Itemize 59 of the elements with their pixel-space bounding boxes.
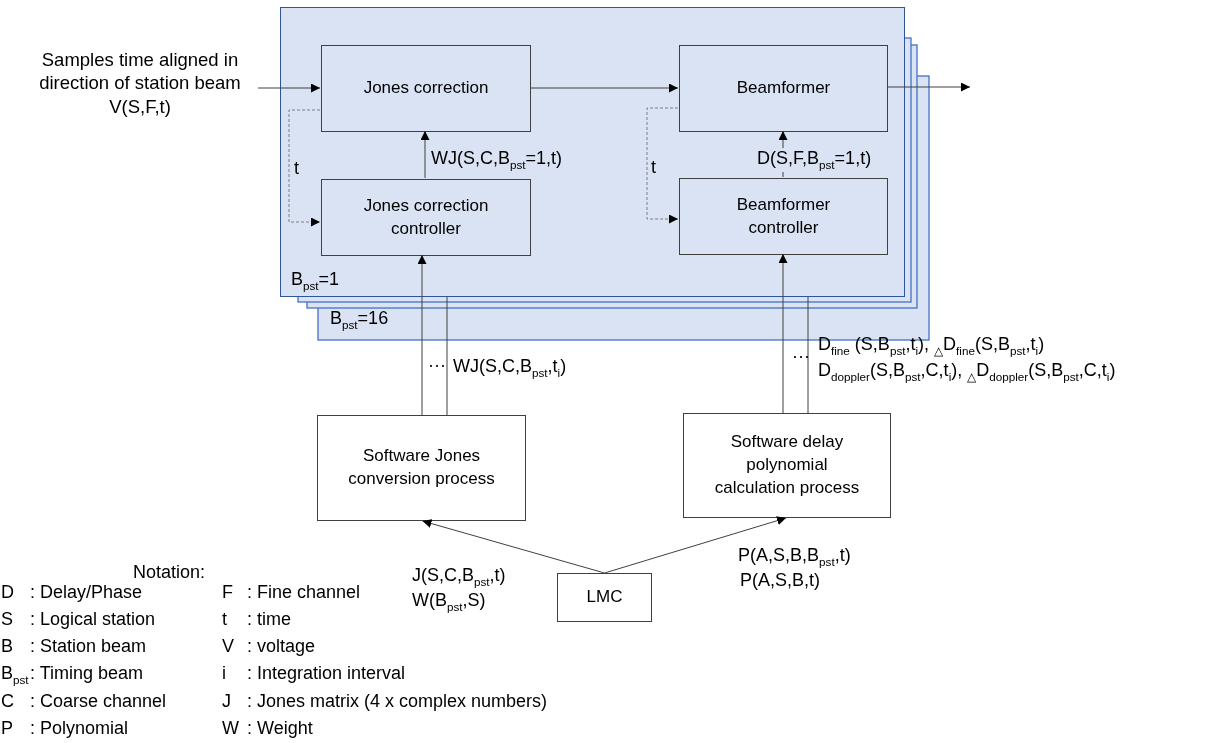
arrow — [422, 519, 605, 574]
ellipsis-label: ··· — [792, 346, 810, 368]
notation-symbol: C — [1, 691, 14, 713]
notation-description: : Polynomial — [30, 718, 129, 740]
notation-description: : Delay/Phase — [30, 582, 143, 604]
edge-label: D(S,F,B$_{pst}$=1,t) — [757, 148, 872, 172]
signal-label: W(B$_{pst}$,S) — [412, 590, 486, 614]
notation-description: : Integration interval — [247, 663, 406, 685]
connector-line — [446, 296, 448, 416]
process-box: Beamformer controller — [679, 178, 888, 255]
notation-symbol: D — [1, 582, 14, 604]
process-box: LMC — [557, 573, 652, 622]
process-box: Jones correction — [321, 45, 531, 132]
dashed-arrow — [288, 109, 321, 227]
connector-line — [807, 296, 809, 414]
ellipsis-label: ··· — [428, 355, 446, 377]
notation-description: : Logical station — [30, 609, 156, 631]
notation-description: : Fine channel — [247, 582, 361, 604]
panel-label: B$_{pst}$=16 — [330, 308, 389, 332]
notation-symbol: t — [222, 609, 227, 631]
notation-symbol: B$_{pst}$ — [1, 663, 29, 687]
arrow — [604, 516, 787, 574]
notation-description: : Timing beam — [30, 663, 144, 685]
notation-description: : Weight — [247, 718, 313, 740]
arrow — [778, 253, 788, 414]
notation-description: : Jones matrix (4 x complex numbers) — [247, 691, 548, 713]
notation-symbol: P — [1, 718, 13, 740]
process-box: Software Jones conversion process — [317, 415, 526, 521]
signal-label: P(A,S,B,B$_{pst}$,t) — [738, 545, 851, 569]
arrow — [529, 83, 679, 93]
signal-label: P(A,S,B,t) — [740, 570, 820, 592]
notation-description: : time — [247, 609, 291, 631]
notation-heading: Notation: — [133, 562, 206, 584]
signal-label: WJ(S,C,B$_{pst}$,t$_{i}$) — [453, 356, 567, 380]
arrow — [886, 82, 971, 92]
notation-description: : voltage — [247, 636, 316, 658]
notation-symbol: B — [1, 636, 13, 658]
edge-label: WJ(S,C,B$_{pst}$=1,t) — [431, 148, 563, 172]
arrow — [417, 254, 427, 416]
process-box: Jones correction controller — [321, 179, 531, 256]
signal-label: D$_{doppler}$(S,B$_{pst}$,C,t$_{i}$), $_{△}$D$_{doppler}$(S,B$_{pst}$,C,t$_{i}$) — [818, 360, 1116, 384]
arrow — [257, 83, 321, 93]
arrow — [420, 130, 430, 179]
notation-symbol: W — [222, 718, 239, 740]
notation-symbol: F — [222, 582, 233, 604]
signal-label: D$_{fine}$ (S,B$_{pst}$,t$_{i}$), $_{△}$D$_{fine}$(S,B$_{pst}$,t$_{i}$) — [818, 334, 1045, 358]
notation-symbol: J — [222, 691, 231, 713]
notation-symbol: S — [1, 609, 13, 631]
notation-symbol: i — [222, 663, 226, 685]
signal-label: J(S,C,B$_{pst}$,t) — [412, 565, 506, 589]
panel-label: B$_{pst}$=1 — [291, 269, 340, 292]
notation-symbol: V — [222, 636, 234, 658]
panel-background — [280, 7, 905, 297]
process-box: Software delay polynomial calculation process — [683, 413, 891, 518]
dashed-arrow — [646, 107, 679, 224]
input-label: Samples time aligned in direction of station beam V(S,F,t) — [30, 48, 250, 168]
notation-description: : Coarse channel — [30, 691, 167, 713]
process-box: Beamformer — [679, 45, 888, 132]
notation-description: : Station beam — [30, 636, 147, 658]
